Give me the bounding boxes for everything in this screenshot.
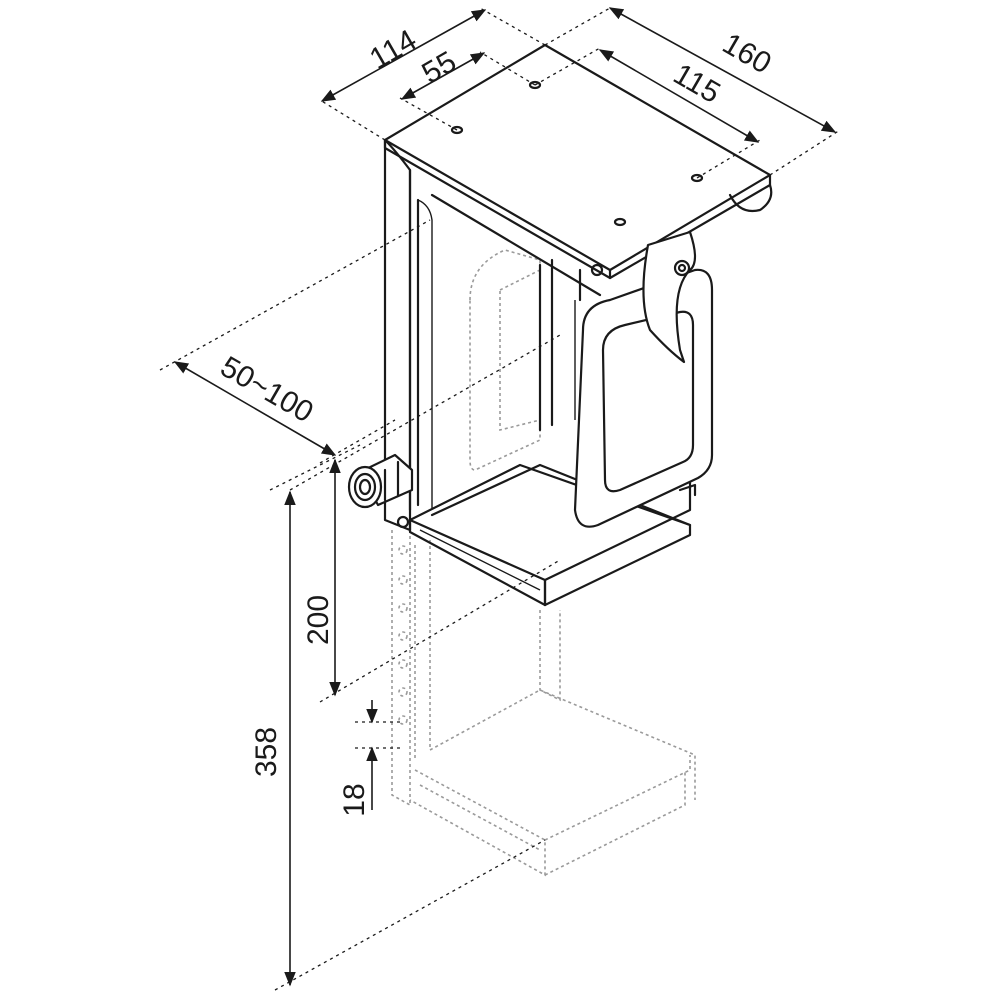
clamp-knob <box>347 453 414 509</box>
dim-label-114: 114 <box>364 24 422 76</box>
dim-label-50-100: 50~100 <box>215 350 319 429</box>
dim-50-100: 50~100 <box>159 219 561 491</box>
dim-label-200: 200 <box>302 595 335 645</box>
dim-200: 200 <box>302 419 561 703</box>
mounting-holes <box>450 80 704 227</box>
strap-handle <box>573 230 714 528</box>
dim-label-115: 115 <box>668 58 726 110</box>
dim-18: 18 <box>338 700 403 817</box>
dim-label-358: 358 <box>250 727 283 777</box>
dim-358: 358 <box>250 444 546 991</box>
dim-label-18: 18 <box>338 783 371 816</box>
rail-slot-ghosts <box>398 545 408 725</box>
dim-label-55: 55 <box>417 45 462 90</box>
